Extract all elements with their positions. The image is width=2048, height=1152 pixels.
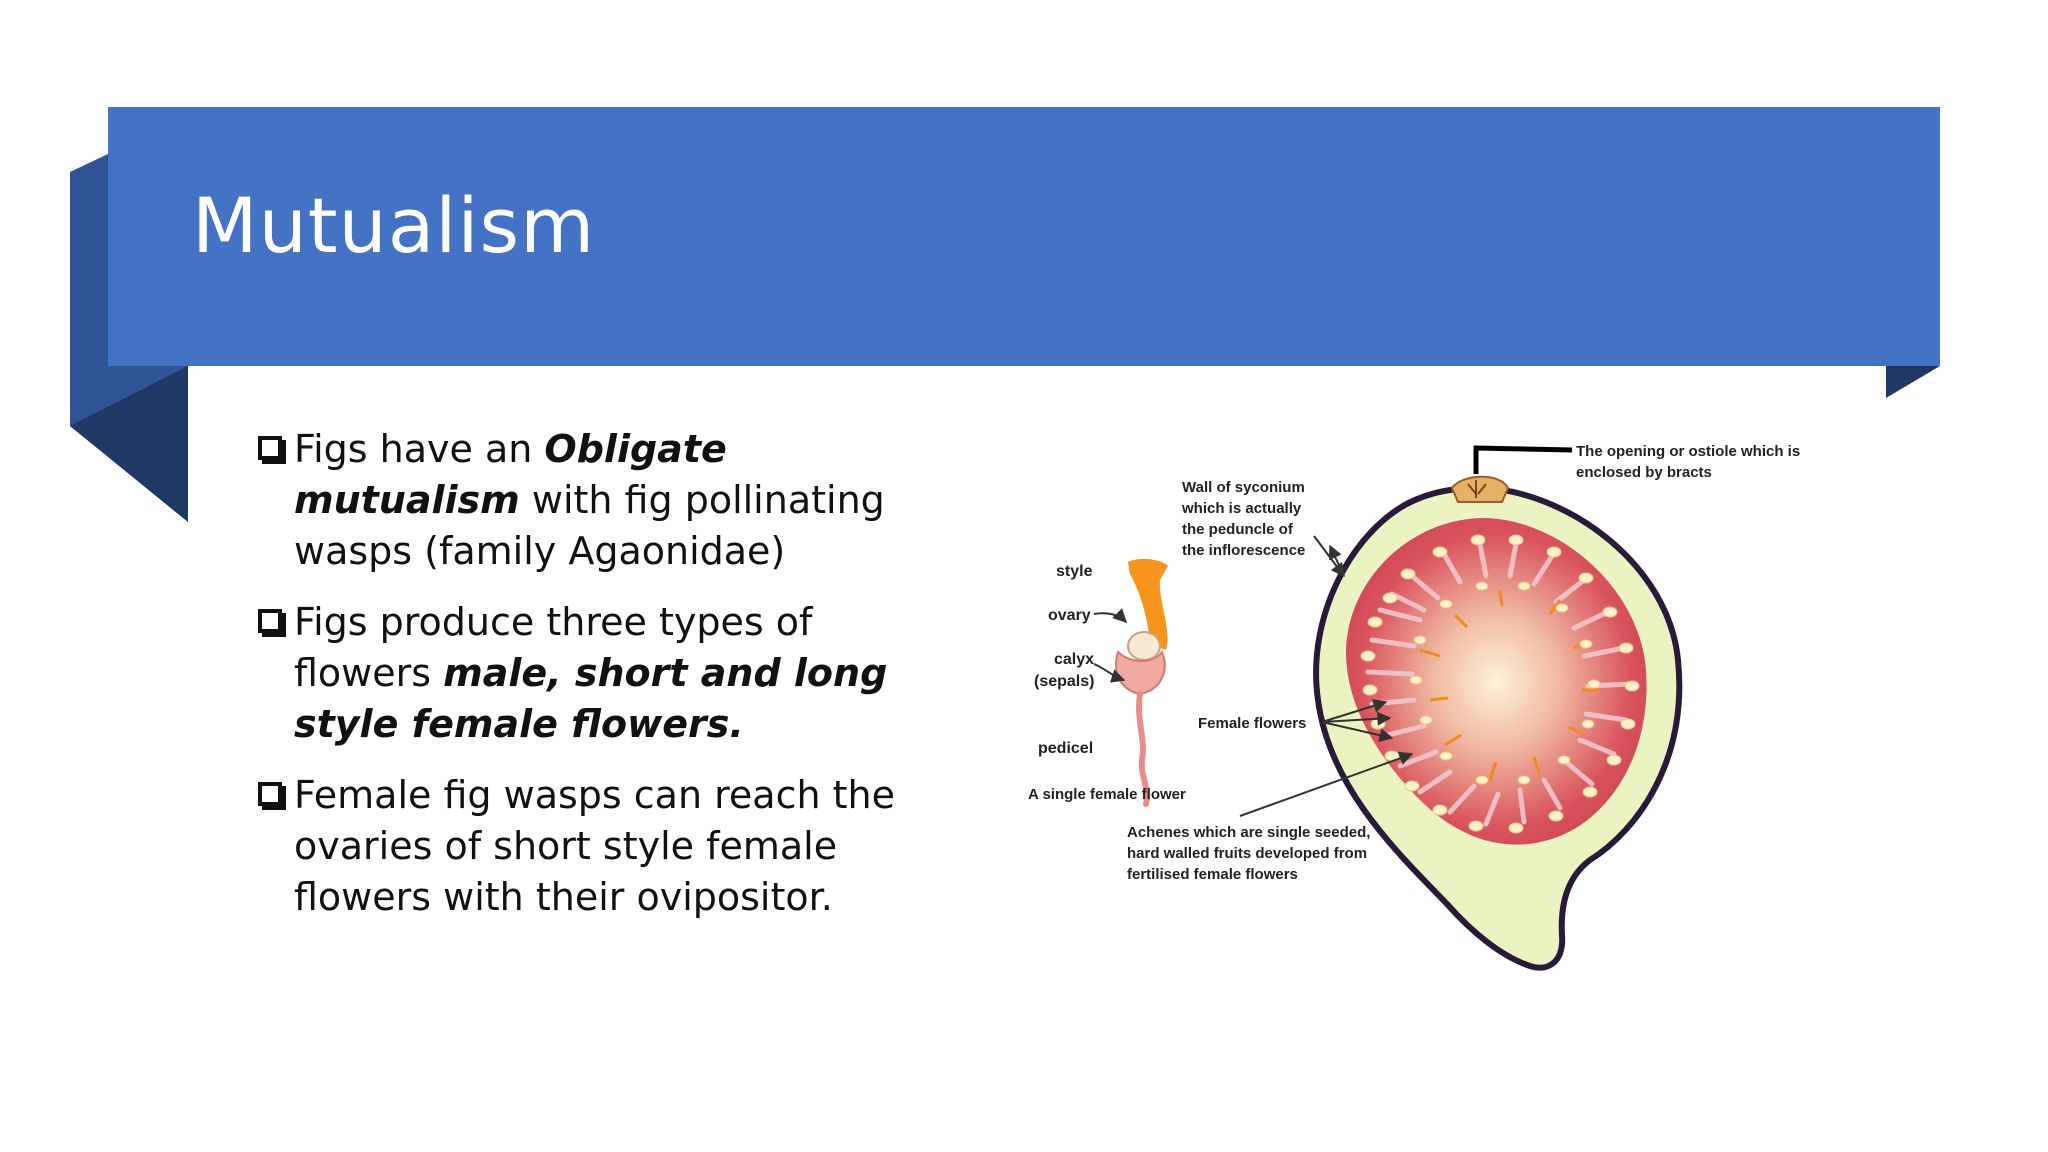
label-achenes-2: hard walled fruits developed from [1127,845,1367,862]
ostiole [1450,475,1510,503]
checkbox-icon [258,609,282,633]
label-wall-4: the inflorescence [1182,542,1305,559]
label-achenes-1: Achenes which are single seeded, [1127,824,1370,841]
label-calyx: calyx [1054,651,1094,668]
checkbox-icon [258,436,282,460]
single-female-flower [1115,559,1168,807]
checkbox-icon [258,782,282,806]
label-wall-3: the peduncle of [1182,521,1294,538]
label-style: style [1056,563,1093,580]
bullet-item: Figs produce three types of flowers male… [258,597,938,750]
label-pedicel: pedicel [1038,740,1093,757]
label-achenes-3: fertilised female flowers [1127,866,1298,883]
fig-syconium-diagram: The opening or ostiole which is enclosed… [1028,443,1800,971]
label-ostiole-1: The opening or ostiole which is [1576,443,1800,460]
bullet-list: Figs have an Obligate mutualism with fig… [258,424,938,943]
achene-seeds [1360,534,1640,834]
label-ovary: ovary [1048,607,1091,624]
bullet-item: Female fig wasps can reach the ovaries o… [258,770,938,923]
label-wall-2: which is actually [1181,500,1302,517]
bullet-item: Figs have an Obligate mutualism with fig… [258,424,938,577]
label-sepals: (sepals) [1034,673,1094,690]
fig-flesh [1345,518,1647,845]
label-ostiole-2: enclosed by bracts [1576,464,1712,481]
slide-title: Mutualism [192,181,596,270]
label-wall-1: Wall of syconium [1182,479,1305,496]
seed-streaks [1365,541,1633,827]
label-female-flowers: Female flowers [1198,715,1306,732]
label-single-female-flower: A single female flower [1028,786,1186,803]
